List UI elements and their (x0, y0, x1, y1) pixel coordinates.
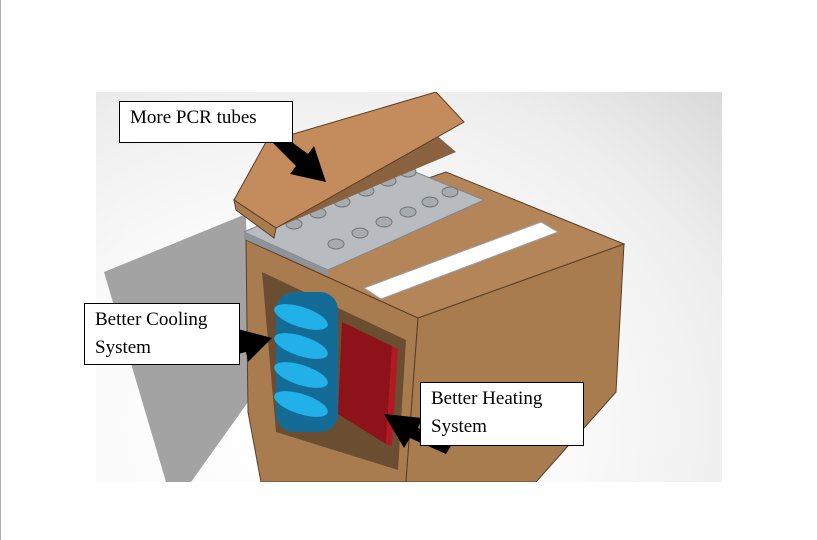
callout-better-cooling: Better Cooling System (84, 303, 240, 365)
coil-turn (274, 362, 328, 388)
page-left-border (0, 0, 1, 540)
callout-text-line2: System (431, 416, 487, 437)
callout-more-pcr-tubes: More PCR tubes (119, 101, 293, 143)
coil-turn (274, 304, 328, 330)
thermocycler-model (104, 92, 626, 482)
callout-text: More PCR tubes (130, 107, 257, 128)
white-plate (362, 221, 560, 300)
cooling-coil (274, 292, 338, 432)
callout-text-line1: Better Cooling (95, 309, 208, 330)
pcr-tube-tray-edge (244, 232, 328, 276)
coil-turn (274, 391, 328, 417)
lid-edge (233, 198, 277, 239)
heating-plate (338, 322, 392, 444)
pcr-well (421, 196, 439, 208)
pcr-well (327, 238, 345, 250)
pcr-well (399, 206, 417, 218)
thermocycler-figure (96, 92, 722, 482)
pcr-well (375, 216, 393, 228)
coil-turn (274, 333, 328, 359)
callout-text-line2: System (95, 337, 151, 358)
arrow-pcr-tubes (272, 132, 326, 182)
pcr-well (441, 186, 459, 198)
pcr-well (351, 227, 369, 239)
callout-better-heating: Better Heating System (420, 382, 584, 446)
callout-text-line1: Better Heating (431, 388, 543, 409)
